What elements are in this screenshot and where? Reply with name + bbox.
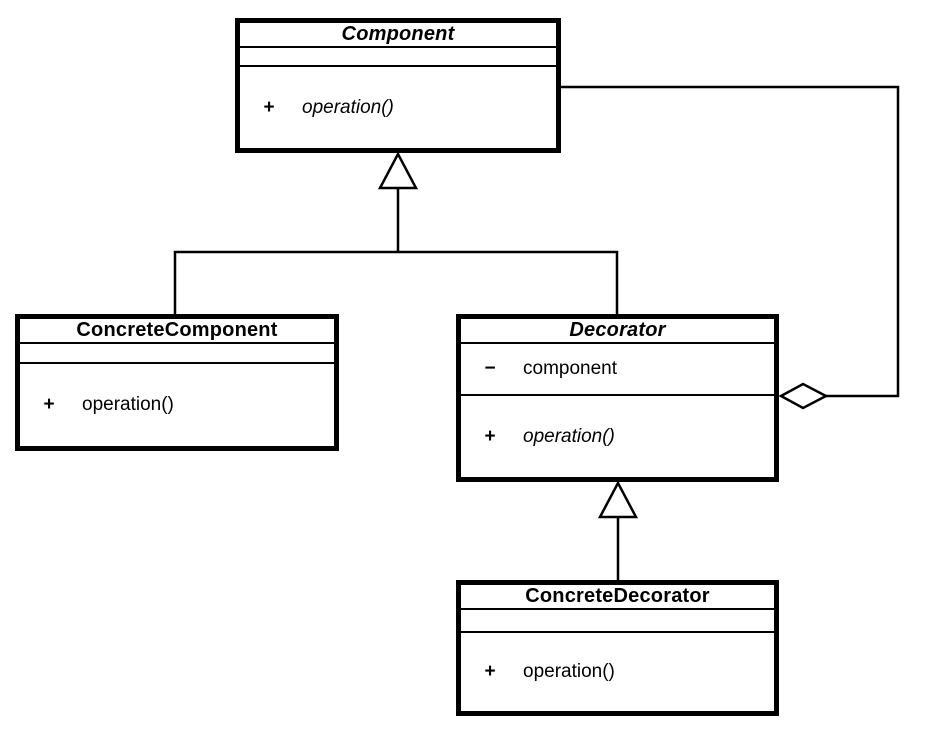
operation-row: + operation(): [20, 394, 334, 416]
visibility-marker: +: [484, 661, 496, 682]
visibility-marker: +: [263, 96, 275, 118]
operation-signature: operation(): [523, 661, 615, 682]
class-name-concrete-decorator: ConcreteDecorator: [461, 585, 774, 610]
operation-signature: operation(): [302, 96, 394, 118]
operations-section-decorator: + operation(): [461, 396, 774, 477]
hollow-triangle-icon: [377, 151, 419, 190]
class-name-decorator: Decorator: [461, 319, 774, 344]
generalization-to-component: [173, 151, 619, 316]
class-name-concrete-component: ConcreteComponent: [20, 319, 334, 344]
attribute-name: component: [523, 358, 618, 379]
class-box-concrete-decorator: ConcreteDecorator + operation(): [456, 580, 779, 716]
operations-section-component: + operation(): [240, 67, 556, 148]
aggregation-decorator-to-component: [561, 85, 900, 410]
hollow-triangle-icon: [597, 480, 639, 519]
class-name-component: Component: [240, 23, 556, 48]
operations-section-concrete-component: + operation(): [20, 364, 334, 446]
class-box-decorator: Decorator − component + operation(): [456, 314, 779, 482]
attributes-section-concrete-component: [20, 344, 334, 364]
attribute-row: − component: [461, 358, 774, 380]
operation-row: + operation(): [461, 426, 774, 448]
generalization-concretedecorator-to-decorator: [597, 480, 639, 582]
operation-row: + operation(): [240, 97, 556, 119]
operation-row: + operation(): [461, 661, 774, 683]
hollow-diamond-icon: [778, 382, 829, 410]
operation-signature: operation(): [82, 394, 174, 415]
attributes-section-component: [240, 48, 556, 67]
operations-section-concrete-decorator: + operation(): [461, 633, 774, 711]
attributes-section-decorator: − component: [461, 344, 774, 396]
class-box-concrete-component: ConcreteComponent + operation(): [15, 314, 339, 451]
visibility-marker: −: [484, 358, 496, 379]
visibility-marker: +: [43, 394, 55, 415]
visibility-marker: +: [484, 425, 496, 447]
operation-signature: operation(): [523, 425, 615, 447]
class-box-component: Component + operation(): [235, 18, 561, 153]
attributes-section-concrete-decorator: [461, 610, 774, 633]
